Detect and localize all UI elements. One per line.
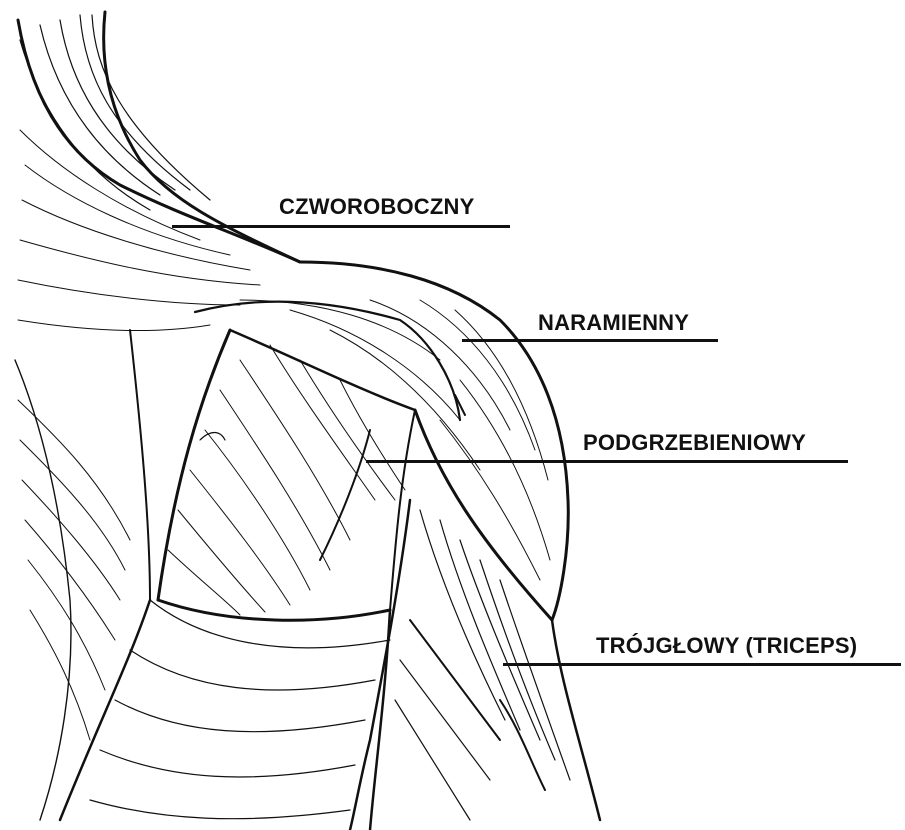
leader-line-naramienny: [462, 339, 718, 342]
label-czworoboczny: CZWOROBOCZNY: [279, 194, 475, 220]
back-region: [15, 330, 150, 820]
label-podgrzebieniowy: PODGRZEBIENIOWY: [583, 430, 806, 456]
trapezius-muscle: [18, 12, 300, 330]
label-naramienny: NARAMIENNY: [538, 310, 689, 336]
leader-line-czworoboczny: [172, 225, 510, 228]
latissimus-region: [90, 600, 390, 830]
label-trojglowy: TRÓJGŁOWY (TRICEPS): [596, 633, 857, 659]
deltoid-muscle: [195, 262, 568, 620]
leader-line-podgrzebieniowy: [366, 460, 848, 463]
leader-line-trojglowy: [503, 663, 901, 666]
infraspinatus-muscle: [158, 330, 415, 620]
